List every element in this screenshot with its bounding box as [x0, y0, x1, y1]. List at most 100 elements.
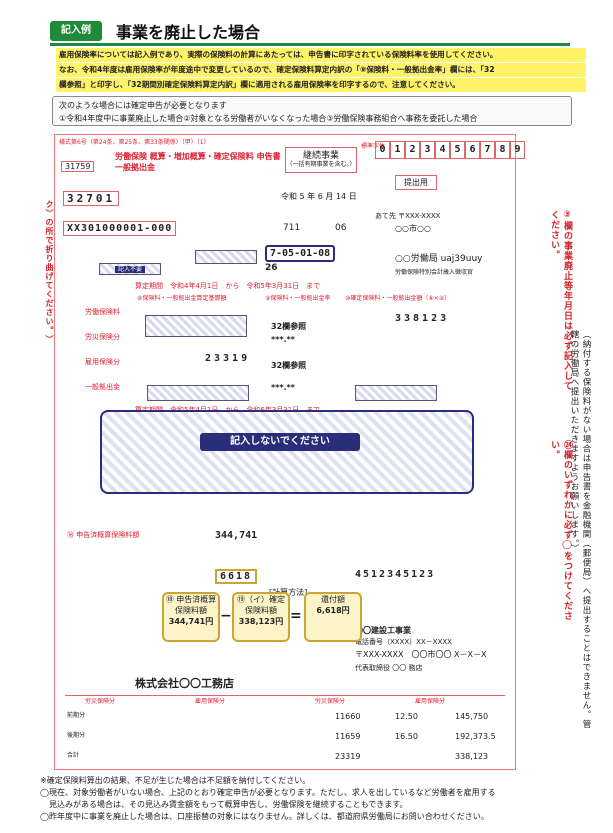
office-code: 711 [283, 223, 301, 233]
no-input-label: 記入しないでください [200, 433, 360, 451]
bureau-sub: 労働保険特別会計歳入徴収官 [395, 269, 474, 276]
summary-table: 労災保険分 雇用保険分 労災保険分 雇用保険分 前期分 後期分 合計 11660… [65, 695, 505, 766]
row-label-2: 雇用保険分 [85, 358, 120, 366]
tr-label-2: 合計 [67, 752, 80, 759]
th-0: 労災保険分 [85, 698, 116, 705]
r2-rate: 16.50 [395, 732, 418, 741]
declared-amount: 344,741 [215, 530, 258, 541]
info-line-1: 次のような場合には確定申告が必要となります [59, 101, 227, 110]
hatch-area-1 [195, 250, 257, 264]
account-number: 4512345123 [355, 569, 436, 580]
box-refund: 還付額 6,618円 [304, 592, 362, 642]
r2-wage: 11659 [335, 732, 361, 741]
standard-digit: 8 [495, 141, 510, 159]
no-input-area [100, 410, 474, 494]
standard-digit: 4 [435, 141, 450, 159]
r2-amount: 192,373.5 [455, 732, 496, 741]
notice-box: 雇用保険率については記入例であり、実際の保険料の計算にあたっては、申告書に印字さ… [56, 48, 586, 92]
note-circle-required: ㉔欄のいずれかに必ず◯をつけてください。 [549, 440, 572, 621]
hatch-area-4 [355, 385, 437, 401]
footer-line-1: ※確定保険料算出の結果、不足が生じた場合は不足額を納付してください。 [40, 776, 311, 785]
form-number: 様式第6号（第24条、第25条、第33条関係）（甲）（1） [59, 139, 210, 146]
standard-digit: 7 [480, 141, 495, 159]
standard-digit: 9 [510, 141, 525, 159]
notice-line-2: なお、令和4年度は雇用保険率が年度途中で変更しているので、確定保険料算定内訳の「… [56, 63, 586, 77]
continuation-sub: （一括有期事業を含む。） [286, 161, 356, 168]
r1-wage: 11660 [335, 712, 361, 721]
standard-digit: 0 [375, 141, 390, 159]
footer-notes: ※確定保険料算出の結果、不足が生じた場合は不足額を納付してください。 ◯現在、対… [40, 775, 600, 823]
info-box: 次のような場合には確定申告が必要となります ①令和4年度中に事業廃止した場合②対… [52, 96, 572, 126]
no-entry-1: 記入不要 [99, 263, 161, 275]
row-label-3: 一般拠出金 [85, 383, 120, 391]
th-2: 労災保険分 [315, 698, 346, 705]
form-title: 労働保険 概算・増加概算・確定保険料 申告書 一般拠出金 [115, 152, 281, 172]
company-name: 株式会社〇〇工務店 [135, 677, 234, 690]
continuation-label: 継続事業 [302, 151, 339, 161]
kind-code: 32701 [63, 191, 120, 206]
th-1: 雇用保険分 [195, 698, 226, 705]
representative: 代表取締役 〇〇 務店 [355, 664, 423, 672]
standard-char-label: 標準字体 [361, 143, 386, 150]
rate-note-1: 32欄参照 [271, 322, 307, 331]
submit-label: 提出用 [395, 175, 437, 190]
footer-line-3: 見込みがある場合は、その見込み賃金額をもって概算申告し、労働保険を継続することも… [49, 800, 408, 809]
hatch-area-2 [145, 315, 247, 337]
address-city: ○○市○○ [395, 224, 431, 233]
date-code: 26 [265, 263, 278, 273]
r3-wage: 23319 [335, 752, 361, 761]
labour-bureau: ○○労働局 uaj39uuy [395, 254, 483, 264]
submit-date: 令和 5 年 6 月 14 日 [281, 192, 357, 201]
col-base: ⑧保険料・一般拠出金算定基礎額 [137, 295, 227, 302]
col-rate: ⑨保険料・一般拠出金率 [265, 295, 331, 302]
rate-mask-1: ***.** [271, 335, 295, 344]
no-entry-label: 記入不要 [114, 266, 145, 273]
r3-amount: 338,123 [455, 752, 489, 761]
standard-digit: 1 [390, 141, 405, 159]
standard-digit: 6 [465, 141, 480, 159]
box-refund-value: 6,618円 [316, 606, 350, 615]
box-confirmed-value: 338,123円 [238, 617, 284, 626]
address: 〒XXX-XXXX 〇〇市〇〇 X－X－X [355, 650, 487, 659]
footer-line-4: ◯昨年度中に事業を廃止した場合は、口座振替の対象にはなりません。詳しくは、都道府… [40, 812, 489, 821]
declared-label: ⑱ 申告済概算保険料額 [67, 531, 140, 539]
box-declared: ⑱ 申告済概算 保険料額 344,741円 [162, 592, 220, 642]
page-title: 事業を廃止した場合 [116, 23, 261, 42]
diff-amount: 6618 [215, 569, 258, 584]
info-line-2: ①令和4年度中に事業廃止した場合②対象となる労働者がいなくなった場合③労働保険事… [59, 114, 478, 123]
business-type: 〇〇建設工事業 [355, 626, 411, 635]
row-label-1: 労災保険分 [85, 333, 120, 341]
col-amount: ⑩確定保険料・一般拠出金額（⑧×⑨） [345, 295, 451, 302]
footer-line-2: ◯現在、対象労働者がいない場合、上記のとおり確定申告が必要となります。ただし、求… [40, 788, 496, 797]
wage-total: 23319 [205, 353, 251, 364]
equal-sign: = [290, 608, 302, 624]
closure-date: 7-05-01-08 [265, 245, 336, 262]
continuation-box: 継続事業 （一括有期事業を含む。） [285, 147, 357, 173]
notice-line-3: 欄参照」と印字し、「32期間別確定保険料算定内訳」欄に適用される雇用保険率を印字… [56, 78, 586, 92]
standard-digit: 3 [420, 141, 435, 159]
minus-sign: − [220, 608, 232, 624]
section1-period: 算定期間 令和4年4月1日 から 令和5年3月31日 まで [135, 282, 321, 290]
premium-total: 338123 [395, 313, 450, 324]
box-confirmed-title: ⑲（イ）確定 保険料額 [237, 595, 285, 615]
box-declared-title: ⑱ 申告済概算 保険料額 [165, 595, 217, 615]
box-confirmed: ⑲（イ）確定 保険料額 338,123円 [232, 592, 290, 642]
example-tag: 記入例 [50, 21, 102, 41]
tr-label-1: 後期分 [67, 732, 86, 739]
note-date-required: ③欄の事業廃止等年月日は必ず記入してください。 [549, 210, 572, 391]
phone: 電話番号（XXXX）XX－XXXX [355, 638, 452, 646]
notice-line-1: 雇用保険率については記入例であり、実際の保険料の計算にあたっては、申告書に印字さ… [56, 48, 586, 62]
address-to: あて先 〒XXX-XXXX [375, 212, 441, 220]
box-declared-value: 344,741円 [168, 617, 214, 626]
tr-label-0: 前期分 [67, 712, 86, 719]
th-3: 雇用保険分 [415, 698, 446, 705]
left-code: 31759 [61, 161, 95, 172]
standard-digit: 2 [405, 141, 420, 159]
insurance-number: XX301000001-000 [63, 221, 177, 236]
box-refund-title: 還付額 [321, 595, 345, 604]
title-underline [50, 43, 570, 46]
calc-method: [計算方法] [269, 588, 308, 597]
standard-digit: 5 [450, 141, 465, 159]
office-sub: 06 [335, 223, 347, 233]
